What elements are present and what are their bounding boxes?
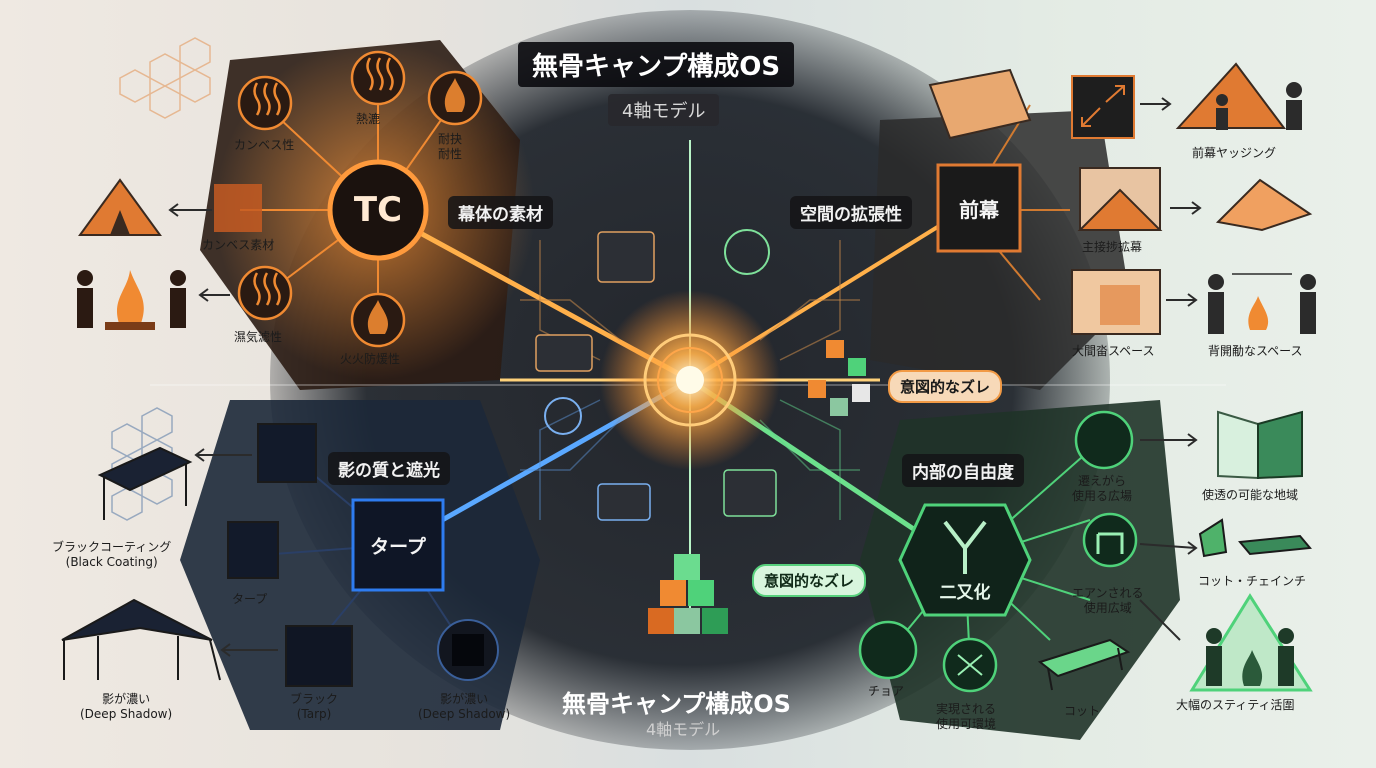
split-node-label: コット・チェインチ xyxy=(1198,574,1307,588)
tc-node-label: 濕気滤性 xyxy=(234,330,283,344)
intentional-shift-tag-bottom: 意図的なズレ xyxy=(752,564,867,597)
shade-tarp-icon xyxy=(61,598,221,681)
cot-chair-icon xyxy=(858,620,918,680)
page-subtitle: 4軸モデル xyxy=(608,94,720,126)
coated-canopy-icon xyxy=(97,446,193,520)
fork-icon xyxy=(943,520,987,574)
steam-icon xyxy=(350,50,406,106)
cot-icon xyxy=(1037,638,1131,691)
front-panel-hub: 前幕 xyxy=(959,197,999,222)
intentional-shift-mosaic-icon xyxy=(808,340,870,416)
cube-stack-icon xyxy=(648,554,728,634)
tarp-node-label: ブラックコーティング (Black Coating) xyxy=(52,540,172,569)
ui-panel-icon xyxy=(597,231,655,283)
tarp-extension-icon xyxy=(1215,178,1313,232)
hex-pattern-orange xyxy=(119,37,211,119)
page-title: 無骨キャンプ構成OS xyxy=(518,42,795,87)
flow-icon xyxy=(1074,410,1134,470)
tc-node-label: 火火防煖性 xyxy=(340,352,401,366)
gear-icon xyxy=(724,229,770,275)
split-node-label: コット xyxy=(1064,704,1101,718)
split-hub: 二又化 xyxy=(939,582,991,603)
tarp-node-label: ブラック (Tarp) xyxy=(290,692,339,721)
axis-label-material: 幕体の素材 xyxy=(448,196,553,229)
open-space-people-icon xyxy=(1208,273,1316,334)
front-panel-box-icon xyxy=(928,68,1032,140)
footer-title: 無骨キャンプ構成OS xyxy=(562,690,791,718)
tc-node-label: カンベス素材 xyxy=(202,238,275,252)
front-panel-hub-box xyxy=(936,163,1022,253)
split-node-label: 使透の可能な地域 xyxy=(1202,488,1299,502)
axis-label-freedom: 内部の自由度 xyxy=(902,454,1024,487)
split-node-label: チョア xyxy=(868,684,905,698)
tarp-hub-box xyxy=(351,498,445,592)
tc-node-label: 熱漉 xyxy=(356,112,381,126)
split-node-label: 大幅のスティティ活圍 xyxy=(1176,698,1295,712)
chair-icon xyxy=(1082,512,1138,568)
tc-hub-ring xyxy=(327,159,429,261)
intentional-shift-tag-right: 意図的なズレ xyxy=(888,370,1003,403)
front-node-label: 背開勈なスペース xyxy=(1208,344,1303,358)
cot-chairs-icon xyxy=(1198,518,1312,558)
black-tarp-swatch xyxy=(285,625,353,687)
campfire-people-icon xyxy=(77,270,186,330)
tc-node-label: 耐抉 耐性 xyxy=(438,132,463,161)
tc-hub: TC xyxy=(353,190,403,230)
steam-icon xyxy=(237,265,293,321)
steam-icon xyxy=(237,75,293,131)
tarp-hub: タープ xyxy=(370,535,426,558)
axis-label-expansion: 空間の拡張性 xyxy=(790,196,912,229)
split-node-label: エアンされる 使用広域 xyxy=(1072,586,1144,615)
tarp-node-label: 影が濃い (Deep Shadow) xyxy=(80,692,173,721)
front-node-label: 主接捗拡幕 xyxy=(1082,240,1143,254)
tc-node-label: カンベス性 xyxy=(234,138,295,152)
axis-label-shade: 影の質と遮光 xyxy=(328,452,450,485)
tarp-node-label: 影が濃い (Deep Shadow) xyxy=(418,692,511,721)
split-node-label: 実現される 使用可環境 xyxy=(936,702,997,731)
black-coating-swatch xyxy=(257,423,317,483)
open-wall-icon xyxy=(1217,410,1303,480)
split-node-label: 遷えがら 使用る広場 xyxy=(1072,474,1133,503)
wide-social-space-icon xyxy=(1189,593,1313,692)
footer-subtitle: 4軸モデル xyxy=(646,720,721,739)
front-node-label: 前幕ヤッジング xyxy=(1192,146,1277,160)
tent-pitch-icon xyxy=(1175,62,1286,129)
tarp-swatch xyxy=(227,521,279,579)
tarp-node-label: タープ xyxy=(232,592,268,606)
front-node-label: 大間畓スペース xyxy=(1072,344,1155,358)
canvas-fabric-icon xyxy=(214,184,262,232)
